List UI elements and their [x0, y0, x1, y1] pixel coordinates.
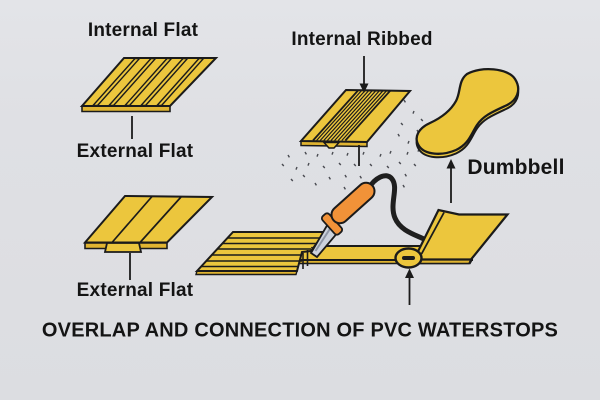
internal-flat-label: Internal Flat [87, 20, 199, 41]
internal-flat-sheet [79, 57, 219, 113]
rib-band [312, 89, 392, 142]
external-flat-sheet [82, 194, 215, 253]
external-flat-label-bottom: External Flat [76, 280, 194, 301]
iron-cable [366, 173, 427, 242]
diagram-caption: OVERLAP AND CONNECTION OF PVC WATERSTOPS [41, 319, 559, 342]
arrow-dumbbell [446, 159, 456, 203]
bulb-slot [402, 256, 415, 260]
bulb-end [394, 247, 423, 269]
internal-ribbed-sheet [281, 88, 424, 190]
arrow-internal-ribbed [359, 56, 369, 93]
external-flat-label-top: External Flat [76, 141, 194, 162]
welding-scene [194, 173, 510, 305]
internal-ribbed-label: Internal Ribbed [291, 29, 433, 50]
dumbbell-shape [415, 68, 520, 159]
overlap-sheet [412, 208, 510, 265]
ribbed-strip [194, 231, 327, 276]
dumbbell-label: Dumbbell [467, 156, 565, 179]
arrow-bulb [405, 268, 414, 305]
soldering-iron [309, 181, 376, 259]
iron-handle [330, 181, 376, 225]
